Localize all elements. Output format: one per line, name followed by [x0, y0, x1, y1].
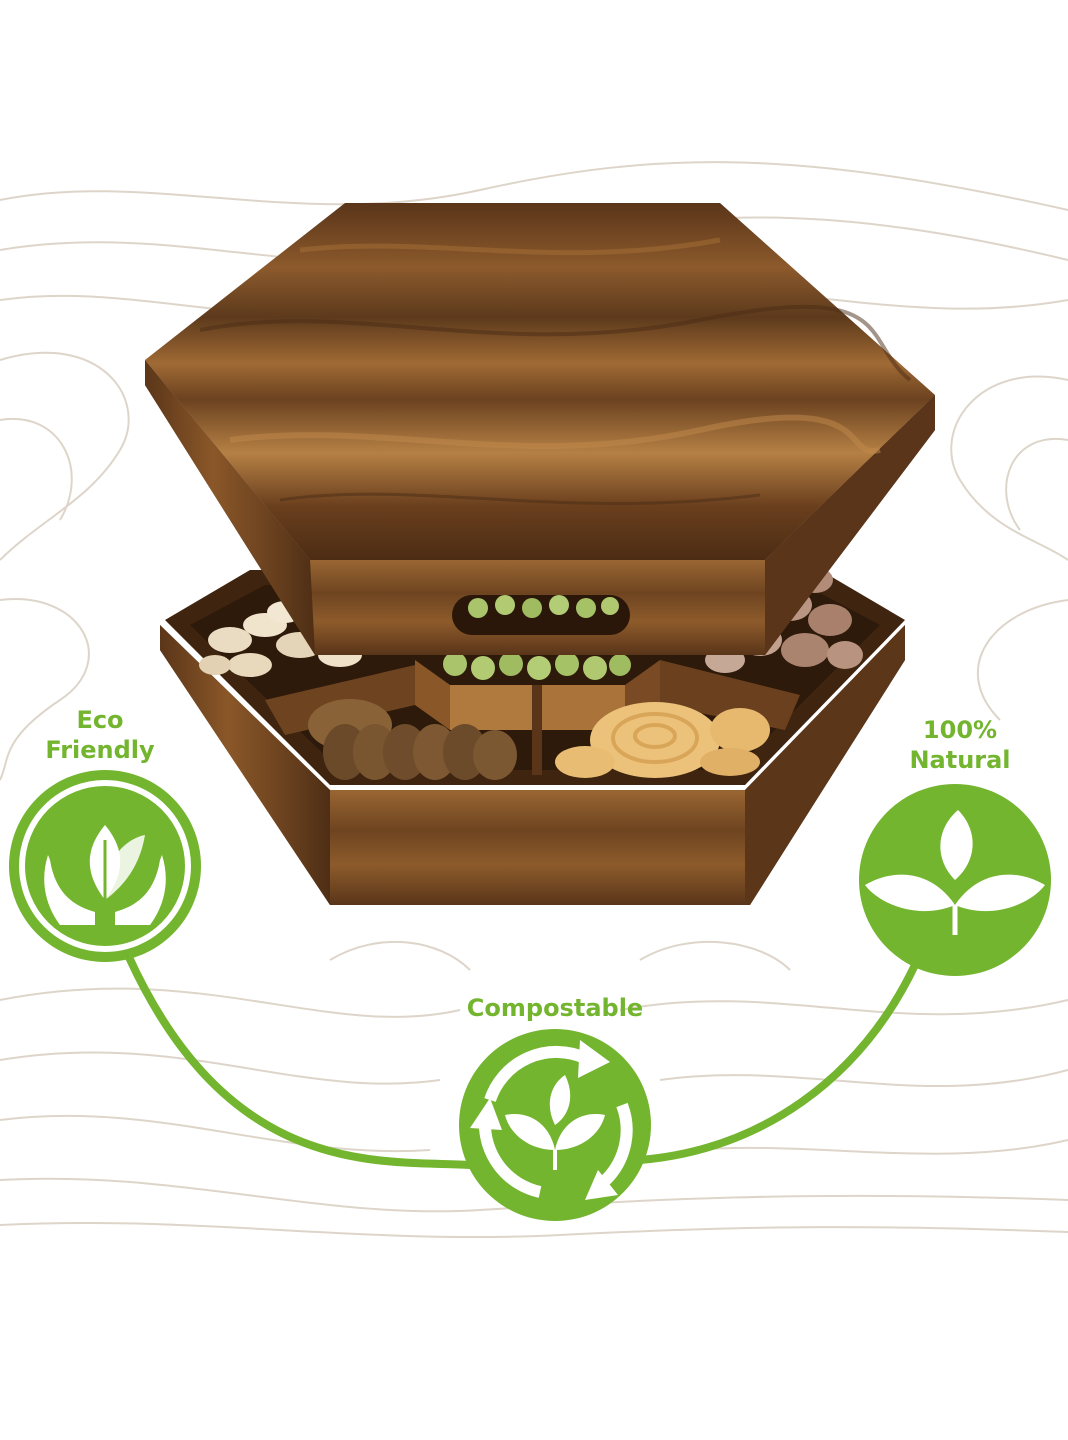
natural-line2: Natural: [909, 746, 1011, 774]
eco-friendly-label: Eco Friendly: [20, 705, 180, 765]
hands-leaf-icon: [9, 770, 201, 962]
compostable-label: Compostable: [466, 994, 644, 1022]
recycle-leaf-icon: [459, 1029, 651, 1221]
dividers: [265, 660, 800, 775]
contour-background: [0, 161, 1068, 1239]
eco-line2: Friendly: [45, 736, 155, 764]
connector-arc: [124, 951, 919, 1169]
cookies: [308, 699, 517, 780]
leaves-icon: [859, 784, 1051, 976]
eco-line1: Eco: [76, 706, 124, 734]
lid: [145, 203, 935, 655]
butter-biscuits: [555, 702, 770, 778]
natural-label: 100% Natural: [880, 715, 1040, 775]
wasabi-peas: [443, 652, 631, 680]
natural-line1: 100%: [922, 716, 998, 744]
